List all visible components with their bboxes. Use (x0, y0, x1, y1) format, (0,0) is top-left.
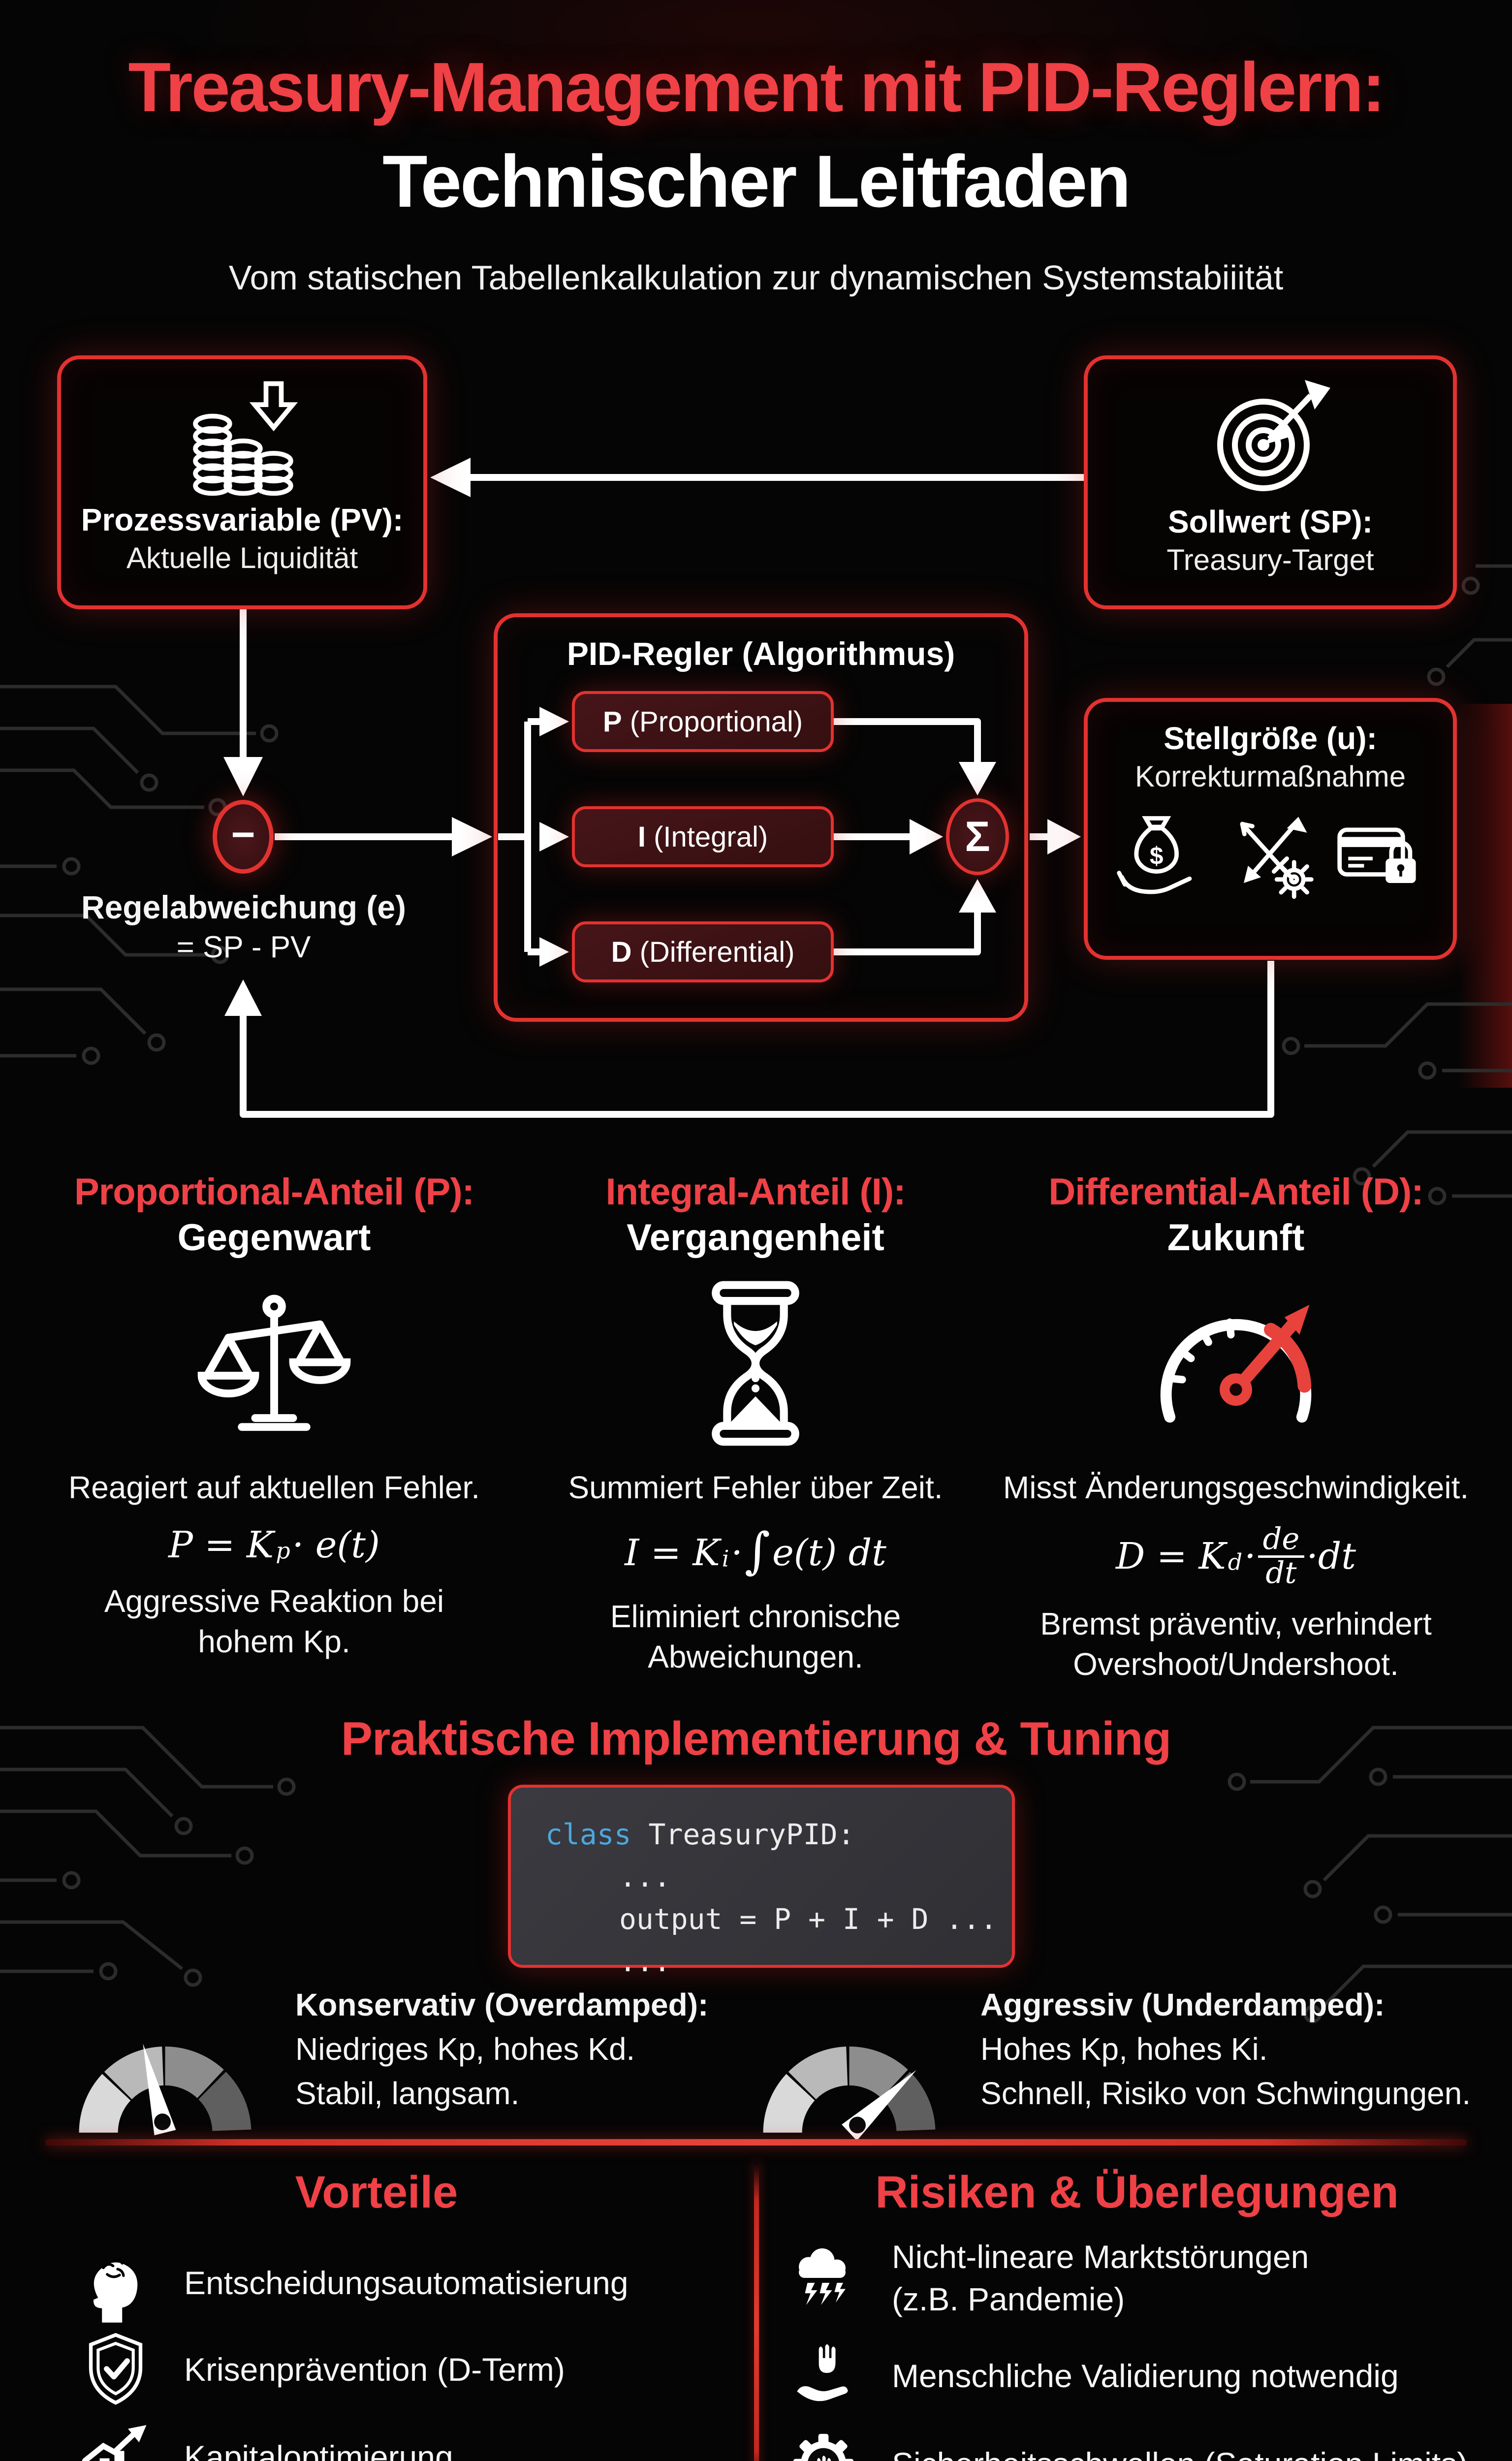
pv-subtitle: Aktuelle Liquidität (126, 541, 358, 574)
risk-item-market-disruption: Nicht-lineare Marktstörungen (z.B. Pande… (787, 2224, 1505, 2332)
p-formula-sub: p (276, 1537, 290, 1564)
p-label: (Proportional) (622, 705, 803, 738)
flow-arrows (240, 474, 1274, 1118)
code-block: class TreasuryPID: ... output = P + I + … (508, 1785, 1015, 1978)
hand-validation-icon (797, 2344, 848, 2401)
i-description-2: Eliminiert chronische Abweichungen. (610, 1599, 901, 1674)
i-letter: I (637, 820, 646, 853)
conservative-tuning-text: Konservativ (Overdamped): Niedriges Kp, … (295, 1983, 788, 2115)
card-lock-icon (1337, 827, 1416, 883)
control-output-box: Stellgröße (u): Korrekturmaßnahme $ (1084, 698, 1457, 960)
sum-node: Σ (946, 798, 1009, 875)
p-description-2: Aggressive Reaktion bei hohem Kp. (104, 1583, 444, 1659)
code-line-3: output = P + I + D ... (619, 1902, 998, 1936)
section-divider-top (45, 2139, 1467, 2145)
error-title: Regelabweichung (e) (81, 889, 407, 925)
i-label: (Integral) (645, 820, 768, 853)
u-title: Stellgröße (u): (1164, 721, 1377, 756)
d-description-1: Misst Änderungsgeschwindigkeit. (1003, 1470, 1469, 1505)
gauge-aggressive-icon (752, 1999, 946, 2144)
money-hand-icon: $ (1117, 816, 1192, 894)
code-keyword: class (545, 1818, 631, 1851)
risk-text-2: Menschliche Validierung notwendig (892, 2358, 1399, 2394)
coins-icon (193, 381, 298, 496)
p-formula-tail: · e(t) (292, 1524, 380, 1566)
pv-title: Prozessvariable (PV): (81, 502, 404, 537)
risk-item-saturation-limits: Sicherheitsschwellen (Saturation Limits) (787, 2420, 1505, 2461)
error-comparator-node: − (213, 800, 274, 874)
p-formula-main: P = K (168, 1524, 274, 1566)
i-column-subheading: Vergangenheit (627, 1217, 884, 1259)
code-line-4: ... (619, 1945, 671, 1978)
circuit-pattern (0, 564, 1512, 2023)
pid-box-title: PID-Regler (Algorithmus) (567, 635, 955, 672)
pid-controller-box (494, 613, 1028, 1022)
process-variable-box: Prozessvariable (PV): Aktuelle Liquiditä… (57, 355, 427, 609)
error-formula: = SP - PV (176, 930, 311, 964)
sp-subtitle: Treasury-Target (1166, 543, 1374, 576)
i-column-heading: Integral-Anteil (I): (605, 1171, 906, 1213)
hourglass-icon (712, 1281, 799, 1446)
d-letter: D (611, 936, 632, 968)
p-column-subheading: Gegenwart (177, 1217, 371, 1259)
brain-icon (93, 2258, 138, 2323)
growth-chart-icon (82, 2425, 147, 2461)
page-title-main: Technischer Leitfaden (382, 140, 1131, 222)
d-column-subheading: Zukunft (1167, 1217, 1305, 1259)
p-description-1: Reagiert auf aktuellen Fehler. (68, 1470, 480, 1505)
page-title-accent: Treasury-Management mit PID-Reglern: (128, 48, 1385, 126)
benefit-item-automation: Entscheidungsautomatisierung (79, 2239, 733, 2327)
right-red-glow (1458, 704, 1512, 1088)
benefits-heading: Vorteile (295, 2167, 458, 2217)
gear-hand-icon (793, 2433, 854, 2461)
target-icon (1217, 380, 1330, 491)
d-label: (Differential) (631, 936, 795, 968)
gauge-conservative-icon (68, 1999, 262, 2144)
p-column-heading: Proportional-Anteil (P): (74, 1171, 474, 1213)
conservative-title: Konservativ (Overdamped): (295, 1987, 709, 2022)
d-term-node: D (Differential) (572, 921, 834, 982)
i-description-1: Summiert Fehler über Zeit. (568, 1470, 943, 1505)
d-description-2: Bremst präventiv, verhindert Overshoot/U… (1040, 1606, 1432, 1682)
svg-text:$: $ (1150, 842, 1164, 870)
aggressive-title: Aggressiv (Underdamped): (980, 1987, 1385, 2022)
p-letter: P (602, 705, 622, 738)
u-subtitle: Korrekturmaßnahme (1134, 760, 1406, 793)
error-label: Regelabweichung (e) = SP - PV (30, 888, 458, 965)
column-divider (754, 2162, 759, 2461)
proportional-column: Proportional-Anteil (P): Gegenwart Reagi… (26, 1170, 523, 1662)
p-term-node: P (Proportional) (572, 691, 834, 752)
differential-column: Differential-Anteil (D): Zukunft Misst Ä… (987, 1170, 1484, 1684)
flow-arrowheads (223, 458, 1081, 1016)
risk-item-human-validation: Menschliche Validierung notwendig (787, 2334, 1505, 2418)
benefit-item-capital-optimization: Kapitaloptimierung (79, 2418, 733, 2461)
page-subtitle: Vom statischen Tabellenkalkulation zur d… (228, 258, 1284, 297)
risk-text-3: Sicherheitsschwellen (Saturation Limits) (892, 2443, 1468, 2461)
benefit-item-crisis-prevention: Krisenprävention (D-Term) (79, 2330, 733, 2409)
storm-icon (799, 2248, 846, 2305)
risks-heading: Risiken & Überlegungen (875, 2167, 1399, 2217)
code-line-2: ... (619, 1860, 671, 1893)
risk-text-1: Nicht-lineare Marktstörungen (z.B. Pande… (892, 2239, 1309, 2317)
shield-check-icon (89, 2333, 143, 2405)
strategy-icon (1240, 817, 1314, 899)
implementation-heading: Praktische Implementierung & Tuning (341, 1712, 1171, 1765)
control-action-icons: $ (1113, 808, 1427, 902)
aggressive-tuning-text: Aggressiv (Underdamped): Hohes Kp, hohes… (980, 1983, 1510, 2115)
speedometer-icon (1160, 1304, 1312, 1423)
sp-title: Sollwert (SP): (1167, 504, 1373, 539)
top-red-glow (0, 0, 1512, 320)
setpoint-box: Sollwert (SP): Treasury-Target (1084, 355, 1457, 609)
i-term-node: I (Integral) (572, 806, 834, 867)
code-line-1: class TreasuryPID: (545, 1818, 855, 1851)
integral-symbol: ∫ (744, 1522, 770, 1580)
integral-column: Integral-Anteil (I): Vergangenheit Summi… (507, 1170, 1004, 1677)
d-column-heading: Differential-Anteil (D): (1048, 1171, 1423, 1213)
scales-icon (197, 1294, 351, 1431)
